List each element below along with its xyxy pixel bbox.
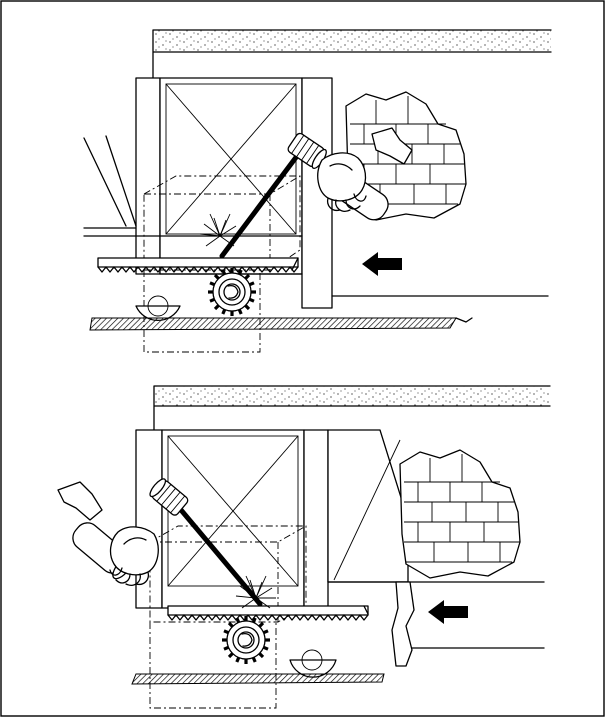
hand-thumb (371, 127, 413, 165)
ceiling-outline (152, 29, 552, 79)
top-panel (83, 29, 552, 353)
rack-end (291, 257, 299, 271)
ground-strip-2 (131, 673, 385, 685)
gate-2 (135, 429, 409, 609)
leg-lines (83, 135, 137, 227)
ceiling-slab (153, 30, 551, 52)
ceiling-outline-2 (153, 385, 551, 431)
track-lines (83, 227, 303, 237)
gear-icon (206, 266, 258, 318)
arrow-left-icon-2 (428, 600, 468, 624)
bottom-panel (57, 385, 551, 709)
ceiling-slab-2 (154, 386, 550, 406)
phantom-box-lower-2 (149, 622, 277, 709)
hammer-handle (219, 149, 303, 259)
hammer-handle-2 (173, 501, 263, 607)
hand-thumb-2 (57, 481, 103, 521)
arrow-left-icon (362, 252, 402, 276)
ground-end (455, 317, 473, 323)
gear-rack-2 (167, 605, 369, 621)
ground-strip (89, 317, 457, 331)
rack-end-2 (363, 605, 369, 615)
broken-post (391, 581, 415, 667)
brick-wall-2 (399, 449, 521, 579)
gear-icon-2 (220, 614, 272, 666)
